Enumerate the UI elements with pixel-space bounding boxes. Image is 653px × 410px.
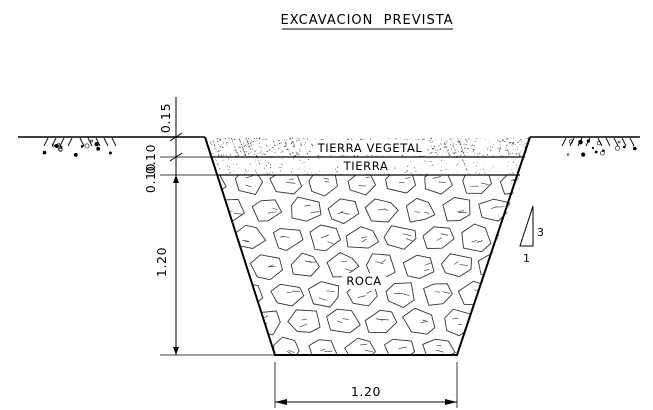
bottom-width-dimension (274, 362, 458, 408)
dim-label-0-10-b: 0.10 (143, 163, 158, 193)
rock-label: ROCA (346, 274, 381, 288)
ground-symbol-right (561, 137, 637, 157)
trench-outline (204, 136, 531, 356)
dim-label-1-20-vertical: 1.20 (154, 247, 169, 277)
ground-symbol-left (42, 137, 117, 157)
vertical-dimension-chain (160, 97, 275, 356)
soil-label: TIERRA (343, 159, 389, 173)
dim-label-0-15: 0.15 (158, 103, 173, 133)
slope-horizontal-label: 1 (523, 252, 530, 265)
drawing-title: EXCAVACION PREVISTA (280, 13, 453, 28)
dim-label-1-20-horizontal: 1.20 (351, 384, 381, 399)
dim-label-0-10-a: 0.10 (143, 144, 158, 174)
topsoil-label: TIERRA VEGETAL (317, 141, 423, 155)
slope-vertical-label: 3 (537, 226, 544, 239)
slope-indicator (519, 205, 534, 247)
